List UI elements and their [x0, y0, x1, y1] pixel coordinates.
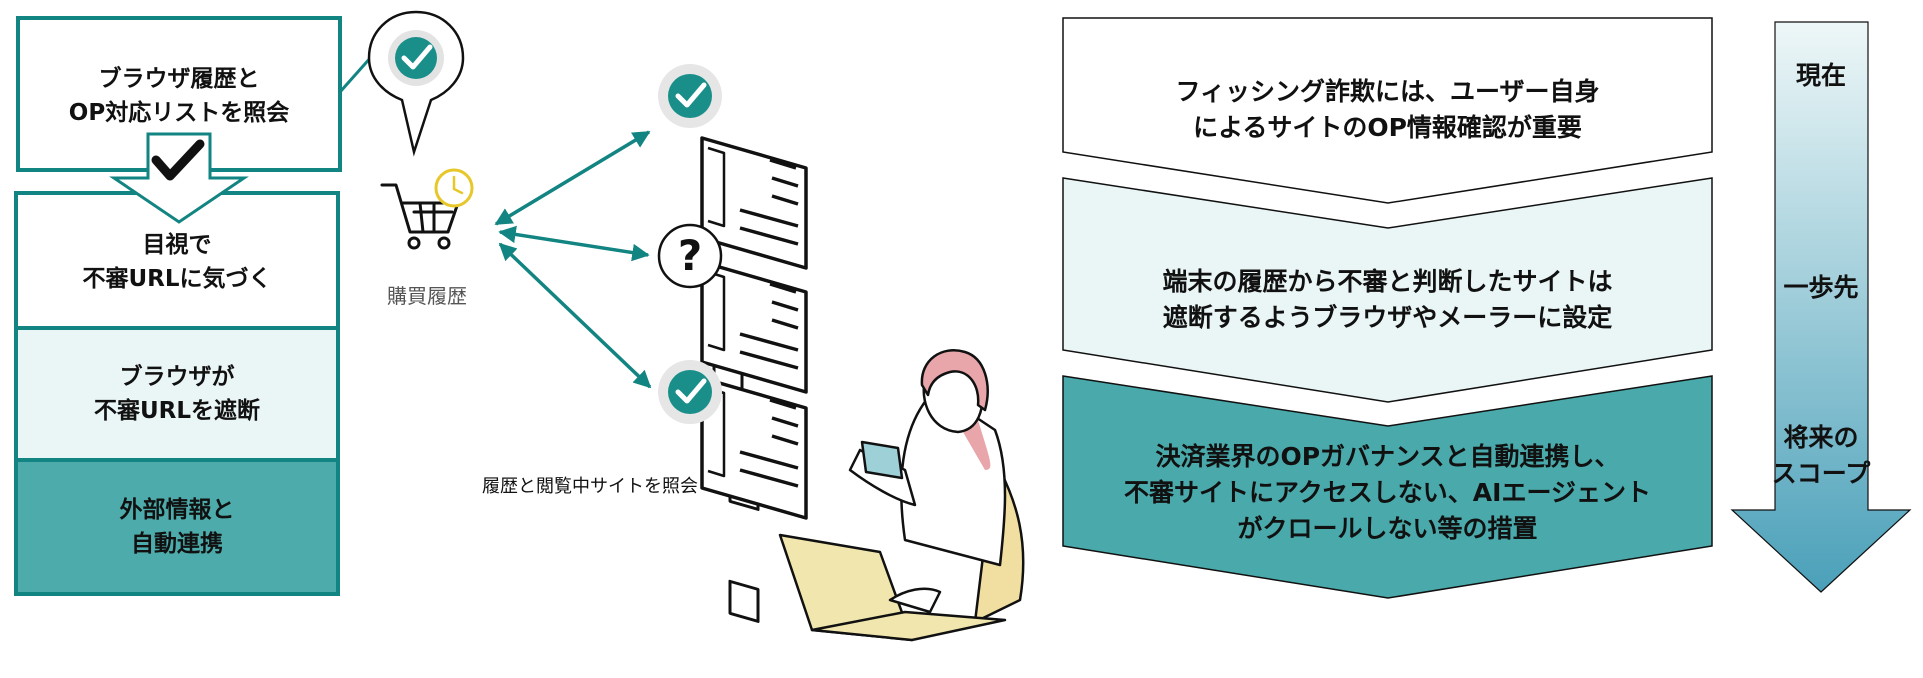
left-box3-line-2: 自動連携	[131, 531, 223, 557]
person-illustration	[778, 349, 1025, 642]
arrow-to-site-2	[498, 225, 650, 262]
step-3-line-1: 決済業界のOPガバナンスと自動連携し、	[1155, 442, 1620, 471]
step-1-line-2: によるサイトのOP情報確認が重要	[1193, 113, 1582, 142]
question-mark-symbol: ?	[677, 231, 703, 280]
left-top-box-line-2: OP対応リストを照会	[68, 100, 290, 126]
left-box-visual-check-label: 目視で 不審URLに気づく	[16, 222, 338, 302]
step-3-label: 決済業界のOPガバナンスと自動連携し、 不審サイトにアクセスしない、AIエージェ…	[1063, 438, 1712, 548]
step-1-line-1: フィッシング詐欺には、ユーザー自身	[1175, 77, 1600, 106]
left-box1-line-1: 目視で	[142, 232, 212, 258]
left-box-browser-block	[14, 326, 340, 462]
timeline-future-line-1: 将来の	[1783, 423, 1859, 452]
site-page-3	[700, 376, 808, 623]
left-box-auto-link-label: 外部情報と 自動連携	[16, 487, 338, 567]
step-3-line-2: 不審サイトにアクセスしない、AIエージェント	[1124, 478, 1651, 507]
pin-connector	[338, 55, 374, 93]
step-2-line-2: 遮断するようブラウザやメーラーに設定	[1162, 303, 1613, 332]
arrow-to-site-3	[498, 242, 652, 389]
down-arrow	[109, 132, 249, 224]
step-1-label: フィッシング詐欺には、ユーザー自身 によるサイトのOP情報確認が重要	[1063, 72, 1712, 148]
step-3-chevron	[1062, 375, 1713, 599]
timeline-now: 現在	[1795, 61, 1846, 90]
left-box-browser-block-label: ブラウザが 不審URLを遮断	[16, 354, 338, 434]
cart-caption: 購買履歴	[387, 284, 467, 308]
check-mark-icon	[151, 139, 205, 181]
step-2-line-1: 端末の履歴から不審と判断したサイトは	[1162, 267, 1613, 296]
timeline-next: 一歩先	[1783, 273, 1859, 302]
check-circle-icon	[658, 360, 722, 424]
query-caption: 履歴と閲覧中サイトを照会	[482, 476, 698, 497]
step-2-chevron	[1062, 177, 1713, 403]
arrow-to-site-1	[494, 130, 651, 226]
left-box3-line-1: 外部情報と	[119, 497, 235, 523]
left-box2-line-2: 不審URLを遮断	[93, 398, 261, 424]
timeline-future: 将来の スコープ	[1752, 420, 1890, 492]
left-top-box-line-1: ブラウザ履歴と	[98, 66, 260, 92]
check-circle-icon	[367, 10, 465, 157]
step-1-chevron	[1062, 17, 1713, 204]
timeline-arrow	[1730, 21, 1912, 593]
timeline-future-line-2: スコープ	[1771, 459, 1871, 488]
step-2-label: 端末の履歴から不審と判断したサイトは 遮断するようブラウザやメーラーに設定	[1063, 262, 1712, 338]
step-3-line-3: がクロールしない等の措置	[1237, 514, 1538, 543]
left-box2-line-1: ブラウザが	[119, 364, 235, 390]
check-circle-icon	[658, 64, 722, 128]
left-top-box-label: ブラウザ履歴と OP対応リストを照会	[18, 56, 340, 136]
left-box1-line-2: 不審URLに気づく	[82, 266, 272, 292]
site-page-1	[700, 136, 808, 393]
question-mark-icon	[657, 223, 723, 289]
clock-icon	[434, 168, 474, 208]
left-box-auto-link	[14, 458, 340, 596]
